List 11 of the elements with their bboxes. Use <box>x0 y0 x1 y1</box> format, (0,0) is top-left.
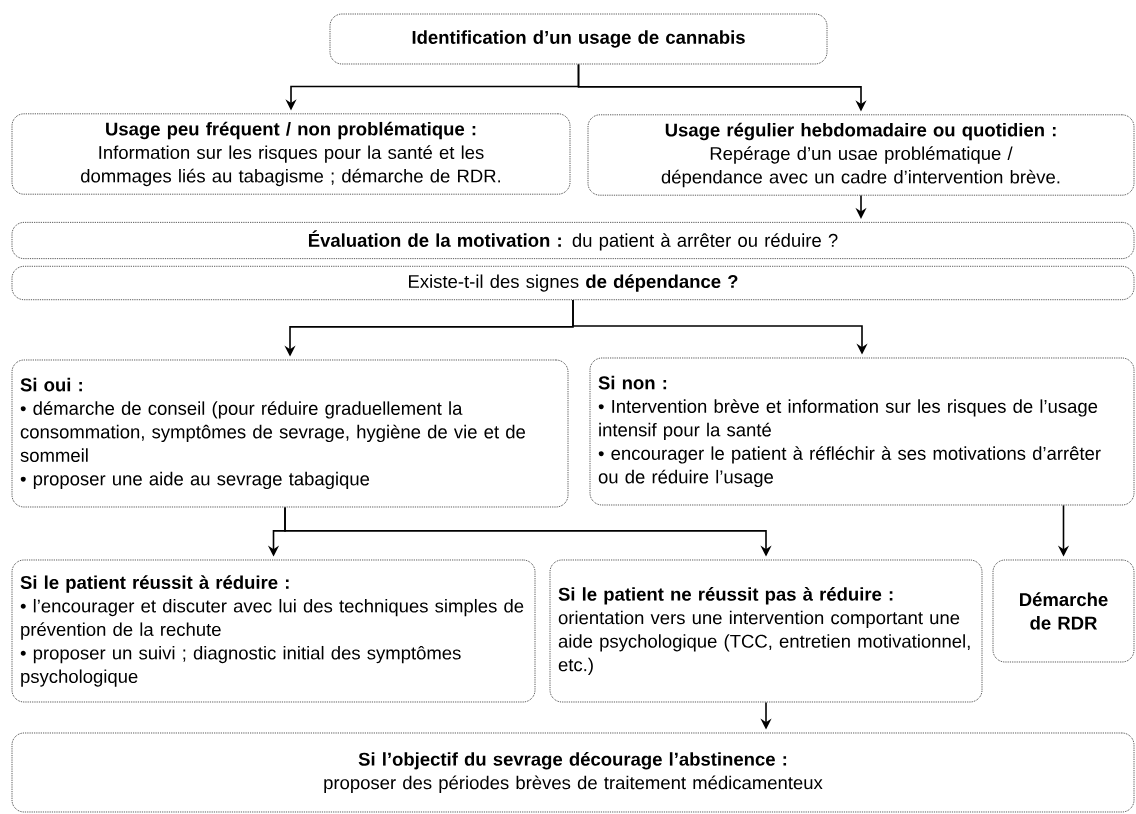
process-box: Usage régulier hebdomadaire ou quotidien : Repérage d’un usae problématique / dépendance avec un cadre d’intervention brève. <box>587 114 1135 196</box>
end-box: Démarche de RDR <box>992 559 1135 663</box>
process-box: Si le patient réussit à réduire : • l’encourager et discuter avec lui des techniques simples de prévention de la rechute • proposer un suivi ; diagnostic initial des symptômes psychologique <box>11 559 536 703</box>
end-box: Si l’objectif du sevrage décourage l’abstinence : proposer des périodes brèves de traitement médicamenteux <box>11 732 1135 813</box>
start-box: Identification d’un usage de cannabis <box>329 13 828 65</box>
question-box: Évaluation de la motivation : du patient à arrêter ou réduire ? <box>11 222 1135 259</box>
process-box: Si le patient ne réussit pas à réduire : orientation vers une intervention comportant une aide psychologique (TCC, entretien motivationnel, etc.) <box>549 559 983 703</box>
process-box: Si oui : • démarche de conseil (pour réduire graduellement la consommation, symptômes de sevrage, hygiène de vie et de sommeil • proposer une aide au sevrage tabagique <box>11 359 569 508</box>
process-box: Si non : • Intervention brève et information sur les risques de l’usage intensif pour la santé • encourager le patient à réfléchir à ses motivations d’arrêter ou de réduire l’usage <box>589 357 1135 506</box>
question-box: Existe-t-il des signes de dépendance ? <box>11 265 1135 301</box>
process-box: Usage peu fréquent / non problématique : Information sur les risques pour la santé et les dommages liés au tabagisme ; démarche de RDR. <box>11 113 571 195</box>
